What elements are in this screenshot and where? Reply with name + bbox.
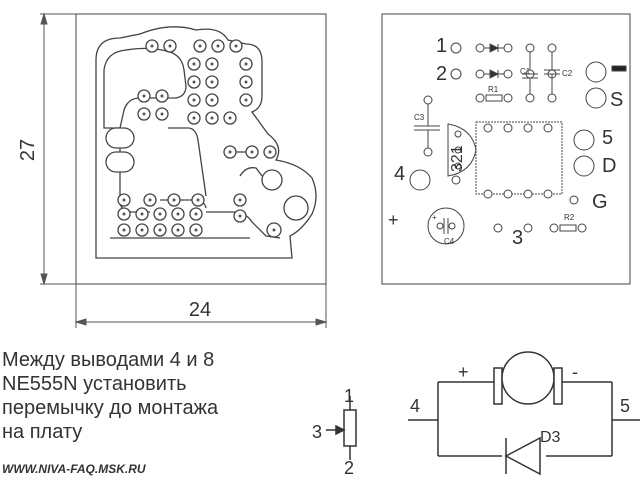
- r2-label: R2: [564, 213, 575, 222]
- pin-g-label: G: [592, 191, 608, 213]
- copper-loop-upper: [103, 47, 187, 129]
- motor-diode-schematic: [408, 351, 640, 476]
- pin-5-label: 5: [602, 127, 613, 149]
- pcb-trace-layout: 27 24: [17, 12, 328, 328]
- pcb-component-layout: 1 2 5 S D G 4 3 + C1 C2: [381, 13, 631, 285]
- resistor-r2: [549, 223, 587, 233]
- small-pads: [451, 175, 533, 233]
- width-dimension-label: 24: [189, 299, 211, 321]
- c3-label: C3: [414, 113, 425, 122]
- drill-holes: [122, 44, 276, 232]
- height-dimension-label: 27: [17, 139, 39, 161]
- plus-label: +: [388, 210, 399, 230]
- resistor-r1: [475, 93, 513, 103]
- capacitor-c4: +: [427, 207, 465, 245]
- note-line-3: перемычку до монтажа: [2, 397, 219, 419]
- capacitor-c3: [414, 95, 440, 157]
- note-line-4: на плату: [2, 421, 83, 443]
- c4-label: C4: [444, 237, 455, 246]
- transistor-outline: [447, 123, 477, 177]
- schematic-left-label: 4: [410, 396, 420, 416]
- pin-s-label: S: [610, 89, 623, 111]
- width-dimension: [74, 284, 328, 328]
- svg-text:+: +: [432, 213, 437, 222]
- pin-4-label: 4: [394, 163, 405, 185]
- transistor-pin-numbers: 321: [449, 145, 466, 172]
- copper-outline: [95, 26, 317, 259]
- ic-555-footprint: [475, 121, 563, 199]
- pin-1-label: 1: [436, 35, 447, 57]
- pot-side-label: 3: [312, 422, 322, 442]
- c1-label: C1: [520, 67, 531, 76]
- note-line-1: Между выводами 4 и 8: [2, 349, 215, 371]
- note-line-2: NE555N установить: [2, 373, 187, 395]
- r1-label: R1: [488, 85, 499, 94]
- pot-bottom-label: 2: [344, 458, 354, 478]
- potentiometer-symbol: [326, 396, 357, 460]
- diode-d3-label: D3: [540, 429, 561, 446]
- component-board-outline: [381, 13, 631, 285]
- schematic-minus-label: -: [572, 362, 578, 382]
- pin-2-label: 2: [436, 63, 447, 85]
- pot-top-label: 1: [344, 386, 354, 406]
- schematic-plus-label: +: [458, 362, 469, 382]
- pin-3-label: 3: [512, 227, 523, 249]
- schematic-right-label: 5: [620, 396, 630, 416]
- assembly-note: Между выводами 4 и 8 NE555N установить п…: [2, 348, 312, 444]
- c2-label: C2: [562, 69, 573, 78]
- capacitors-c1-c2: [522, 69, 560, 103]
- height-dimension: [40, 12, 76, 286]
- connector-s: [585, 61, 627, 109]
- trace-board-outline: [75, 13, 327, 285]
- pin-d-label: D: [602, 155, 616, 177]
- diode-row: [450, 42, 557, 80]
- large-pads: [409, 129, 595, 205]
- copper-pads: [105, 39, 309, 238]
- website-url: WWW.NIVA-FAQ.MSK.RU: [2, 462, 146, 476]
